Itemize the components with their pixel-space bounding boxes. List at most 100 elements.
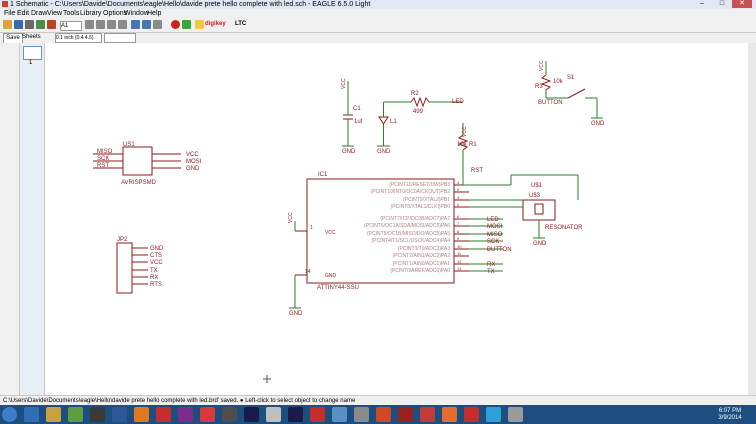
ie-icon[interactable]	[24, 407, 39, 422]
resonator-body	[522, 199, 556, 221]
ic1-pin-num-6: 6	[457, 214, 460, 219]
us1-pin-vcc: VCC	[186, 152, 199, 158]
photoshop2-icon[interactable]	[288, 407, 303, 422]
chrome-icon[interactable]	[90, 407, 105, 422]
menu-library[interactable]: Library	[80, 10, 102, 17]
r3-value: 10k	[553, 79, 564, 85]
app2-taskbar-icon[interactable]	[178, 407, 193, 422]
menu-options[interactable]: Options	[103, 10, 128, 17]
ic1-vcc-power-label: VCC	[288, 212, 294, 223]
jp2-pin-cts: CTS	[150, 253, 162, 259]
menu-file[interactable]: File	[4, 10, 16, 17]
jp2-pin-gnd: GND	[150, 246, 164, 252]
status-text: C:\Users\Davide\Documents\eagle\Hello\da…	[3, 398, 356, 404]
ic1-vcc-pin-label: VCC	[325, 230, 336, 236]
r1-vcc-label: VCC	[462, 126, 468, 137]
acrobat2-icon[interactable]	[310, 407, 325, 422]
menu-help[interactable]: Help	[147, 10, 162, 17]
schematic-canvas[interactable]: US1 AVRISPSMD JP2 IC1 ATTINY44-SSU U$3 U…	[45, 43, 748, 395]
menu-window[interactable]: Window	[124, 10, 149, 17]
cam-icon[interactable]	[36, 20, 45, 29]
start-button[interactable]	[2, 407, 17, 422]
open-icon[interactable]	[3, 20, 12, 29]
ic1-pin-num-10: 10	[457, 244, 462, 249]
firefox-icon[interactable]	[134, 407, 149, 422]
ic1-pin-pa4: (PCINT4/T1/SCL/USCK/ADC4)PA4	[371, 238, 450, 244]
eagle-taskbar-icon[interactable]	[156, 407, 171, 422]
close-button[interactable]: ✕	[732, 0, 752, 8]
ic1-pin-pa0: (PCINT0/AREF/ADC0)PA0	[390, 268, 450, 274]
minimize-button[interactable]: –	[700, 0, 704, 7]
explorer-icon[interactable]	[46, 407, 61, 422]
rst-net-label: RST	[471, 168, 483, 174]
button-net-label: BUTTON	[538, 100, 563, 106]
ic1-pin-pb3: (PCINT11/RESET/DW)PB3	[389, 182, 450, 188]
button-gnd-label: GND	[591, 121, 605, 127]
sheet-thumbnail[interactable]	[23, 46, 42, 60]
redraw-icon[interactable]	[118, 20, 127, 29]
r2-symbol	[410, 96, 430, 108]
zoom-out-icon[interactable]	[107, 20, 116, 29]
zoom-in-icon[interactable]	[96, 20, 105, 29]
ltc-button[interactable]: LTC	[235, 21, 247, 27]
us1-pin-mosi: MOSI	[186, 159, 202, 165]
sheet-number: 1	[29, 60, 33, 66]
menu-tools[interactable]: Tools	[63, 10, 80, 17]
ic1-pin-pa3: (PCINT3/T0/ADC3)PA3	[398, 246, 450, 252]
r2-name: R2	[411, 91, 419, 97]
media-icon[interactable]	[68, 407, 83, 422]
script-icon[interactable]	[153, 20, 162, 29]
acrobat-icon[interactable]	[200, 407, 215, 422]
stop-icon[interactable]	[171, 20, 180, 29]
command-input[interactable]	[104, 33, 136, 43]
ic1-pin-num-7: 7	[457, 221, 460, 226]
board-icon[interactable]	[47, 20, 56, 29]
ic1-pin-num-5: 5	[457, 187, 460, 192]
resonator-part: RESONATOR	[545, 225, 583, 231]
skype-icon[interactable]	[486, 407, 501, 422]
save-icon[interactable]	[14, 20, 23, 29]
parameter-toolbar: Save Sheets 0.1 inch (0.4 4.5)	[0, 33, 756, 44]
ic1-gnd-pin-number: 14	[305, 269, 311, 275]
s1-name: S1	[567, 75, 575, 81]
menu-edit[interactable]: Edit	[17, 10, 30, 17]
status-bar: C:\Users\Davide\Documents\eagle\Hello\da…	[0, 395, 756, 406]
jp2-name: JP2	[117, 237, 128, 243]
undo-icon[interactable]	[131, 20, 140, 29]
terminal-icon[interactable]	[222, 407, 237, 422]
app8-taskbar-icon[interactable]	[442, 407, 457, 422]
vertical-scrollbar[interactable]	[748, 43, 756, 395]
help-icon[interactable]	[195, 20, 204, 29]
app9-taskbar-icon[interactable]	[464, 407, 479, 422]
menu-draw[interactable]: Draw	[31, 10, 48, 17]
us1-pin-gnd: GND	[186, 166, 200, 172]
led-gnd-label: GND	[377, 149, 391, 155]
sheets-panel: 1	[20, 43, 45, 395]
maximize-button[interactable]: □	[719, 0, 725, 7]
ic1-pin-num-12: 12	[457, 259, 462, 264]
menu-view[interactable]: View	[47, 10, 63, 17]
ic1-net-tx: TX	[487, 269, 495, 275]
r1-name: R1	[469, 142, 477, 148]
print-icon[interactable]	[25, 20, 34, 29]
app5-taskbar-icon[interactable]	[376, 407, 391, 422]
digikey-button[interactable]: digikey	[205, 21, 226, 27]
taskbar: 6:07 PM 3/9/2014	[0, 405, 756, 424]
photoshop-icon[interactable]	[244, 407, 259, 422]
zoom-fit-icon[interactable]	[85, 20, 94, 29]
c1-name: C1	[353, 106, 361, 112]
go-icon[interactable]	[182, 20, 191, 29]
ic1-net-sck: SCK	[487, 239, 499, 245]
zoom-select[interactable]: A1	[60, 21, 82, 31]
schematic-drawing: US1 AVRISPSMD JP2 IC1 ATTINY44-SSU U$3 U…	[93, 60, 605, 383]
app-taskbar-icon[interactable]	[112, 407, 127, 422]
app6-taskbar-icon[interactable]	[398, 407, 413, 422]
redo-icon[interactable]	[142, 20, 151, 29]
explorer2-icon[interactable]	[266, 407, 281, 422]
r3-name: R3	[535, 84, 543, 90]
ic1-gnd-label: GND	[289, 311, 303, 317]
app10-taskbar-icon[interactable]	[508, 407, 523, 422]
app4-taskbar-icon[interactable]	[354, 407, 369, 422]
app3-taskbar-icon[interactable]	[332, 407, 347, 422]
app7-taskbar-icon[interactable]	[420, 407, 435, 422]
